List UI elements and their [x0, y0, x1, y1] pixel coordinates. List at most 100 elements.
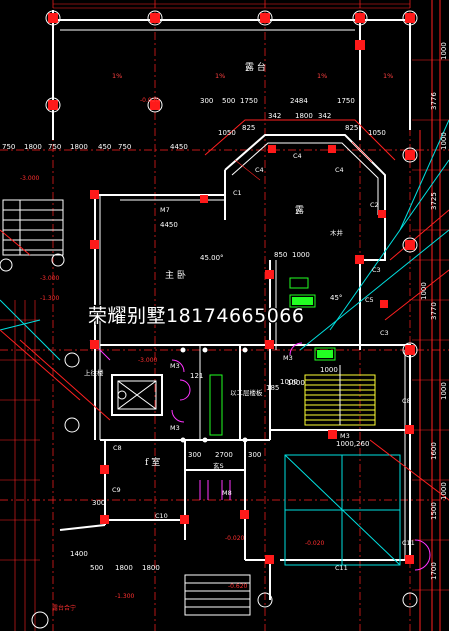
door-label-m3-b: M3	[170, 424, 180, 432]
window-label-c4-c: C4	[335, 166, 344, 174]
door-label-m8: M8	[222, 489, 232, 497]
dim-right-box-3: 1000	[440, 382, 448, 400]
dim-right-box-1: 1000	[440, 42, 448, 60]
dim-mid-5: 342	[318, 112, 331, 120]
door-label-m3-a: M3	[170, 362, 180, 370]
door-label-m3-c: M3	[283, 354, 293, 362]
window-label-c3: C3	[372, 266, 381, 274]
dim-bottom-3: 1800	[142, 564, 160, 572]
slope-label-4: 1%	[383, 72, 393, 80]
dim-center-6: 300	[248, 451, 261, 459]
window-label-c4-a: C4	[255, 166, 264, 174]
right-dimension-ticks	[412, 59, 449, 591]
room-label-master-bedroom: 主 卧	[165, 269, 186, 281]
main-walls	[59, 170, 411, 600]
column-circles	[0, 10, 418, 629]
room-label-atrium: 木井	[330, 228, 344, 237]
dim-right-box-2: 1000	[440, 132, 448, 150]
window-label-c1: C1	[233, 189, 242, 197]
diagonal-guides	[0, 209, 449, 501]
dim-center-7: 1000	[280, 378, 298, 386]
dim-stair-1: 1000	[320, 366, 338, 374]
dim-top-2: 500	[222, 97, 235, 105]
window-label-c2: C2	[370, 201, 379, 209]
room-label-terrace: 露 台	[245, 61, 266, 73]
dim-left-1: 750	[2, 143, 15, 151]
dim-top-3: 1750	[240, 97, 258, 105]
window-label-c10: C10	[155, 512, 168, 520]
level-4: -1.300	[40, 295, 60, 302]
terrace-outline	[52, 3, 411, 140]
dim-right-6: 1700	[430, 562, 438, 580]
dim-bottom-5: 300	[92, 499, 105, 507]
slope-label-1: 1%	[112, 72, 122, 80]
dim-mid-2: 825	[242, 124, 255, 132]
dim-center-4: 2700	[215, 451, 233, 459]
dim-right-5: 1500	[430, 502, 438, 520]
dim-left-4: 1800	[70, 143, 88, 151]
window-label-c11-b: C11	[335, 564, 348, 572]
dim-bottom-2: 1400	[70, 550, 88, 558]
dim-top-1: 300	[200, 97, 213, 105]
window-label-c11-a: C11	[402, 539, 415, 547]
dim-right-2: 3725	[430, 192, 438, 210]
label-upper-stairs: 上往楼	[84, 368, 104, 377]
dim-center-2: 850	[274, 251, 287, 259]
dim-stair-3: 1000,260	[336, 440, 369, 448]
dim-right-box-4: 1000	[440, 482, 448, 500]
level-7: -0.020	[305, 540, 325, 547]
level-6: -0.020	[225, 535, 245, 542]
dim-right-7: 1000	[420, 282, 428, 300]
level-2: -3.000	[20, 175, 40, 182]
dim-center-8: 185	[266, 384, 279, 392]
stair-yellow	[304, 365, 376, 426]
dim-top-5: 1750	[337, 97, 355, 105]
window-label-c3-b: C3	[380, 329, 389, 337]
dim-right-4: 1600	[430, 442, 438, 460]
dim-left-7: 4450	[170, 143, 188, 151]
cyan-layout-lines	[0, 119, 449, 566]
label-second-floor-slab: 以二层楼板	[230, 388, 263, 397]
angle-label-2: 45°	[330, 294, 342, 302]
dim-right-3: 3770	[430, 302, 438, 320]
slope-label-3: 1%	[317, 72, 327, 80]
dim-mid-1: 1050	[218, 129, 236, 137]
slope-label-2: 1%	[215, 72, 225, 80]
door-label-m3-d: M3	[340, 432, 350, 440]
watermark: 荣耀别墅18174665066	[88, 305, 304, 327]
dim-left-6: 750	[118, 143, 131, 151]
level-3: -3.000	[40, 275, 60, 282]
dim-left-2: 1800	[24, 143, 42, 151]
level-9: -1.300	[115, 593, 135, 600]
dim-bottom-1: 500	[90, 564, 103, 572]
label-bottom-left: 露台合宁	[52, 604, 76, 612]
octagonal-bay	[204, 119, 396, 215]
room-label-open-area: 露	[295, 205, 304, 216]
dim-center-9: 121	[190, 372, 203, 380]
window-label-c8-a: C8	[113, 444, 122, 452]
dim-mid-7: 1050	[368, 129, 386, 137]
dim-mid-4: 1800	[295, 112, 313, 120]
room-label-corridor: 玄S	[213, 461, 224, 470]
wall-vertices	[180, 347, 248, 443]
window-label-c5: C5	[365, 296, 374, 304]
green-fixtures	[209, 277, 336, 436]
dim-top-4: 2484	[290, 97, 308, 105]
columns	[48, 13, 415, 564]
level-5: -3.000	[138, 357, 158, 364]
dim-right-1: 3776	[430, 92, 438, 110]
stair-bottom	[184, 574, 251, 616]
lift-box	[111, 374, 163, 416]
window-label-c8-b: C8	[402, 397, 411, 405]
dim-left-3: 750	[48, 143, 61, 151]
level-8: -0.620	[228, 583, 248, 590]
room-label-bedroom-f: f 室	[145, 456, 160, 468]
window-label-m7: M7	[160, 206, 170, 214]
dim-center-5: 300	[188, 451, 201, 459]
dim-bottom-4: 1800	[115, 564, 133, 572]
stair-left	[2, 199, 64, 256]
dim-center-1: 4450	[160, 221, 178, 229]
left-dimension-ticks	[0, 300, 40, 631]
dim-stair-2: 1000	[287, 379, 305, 387]
